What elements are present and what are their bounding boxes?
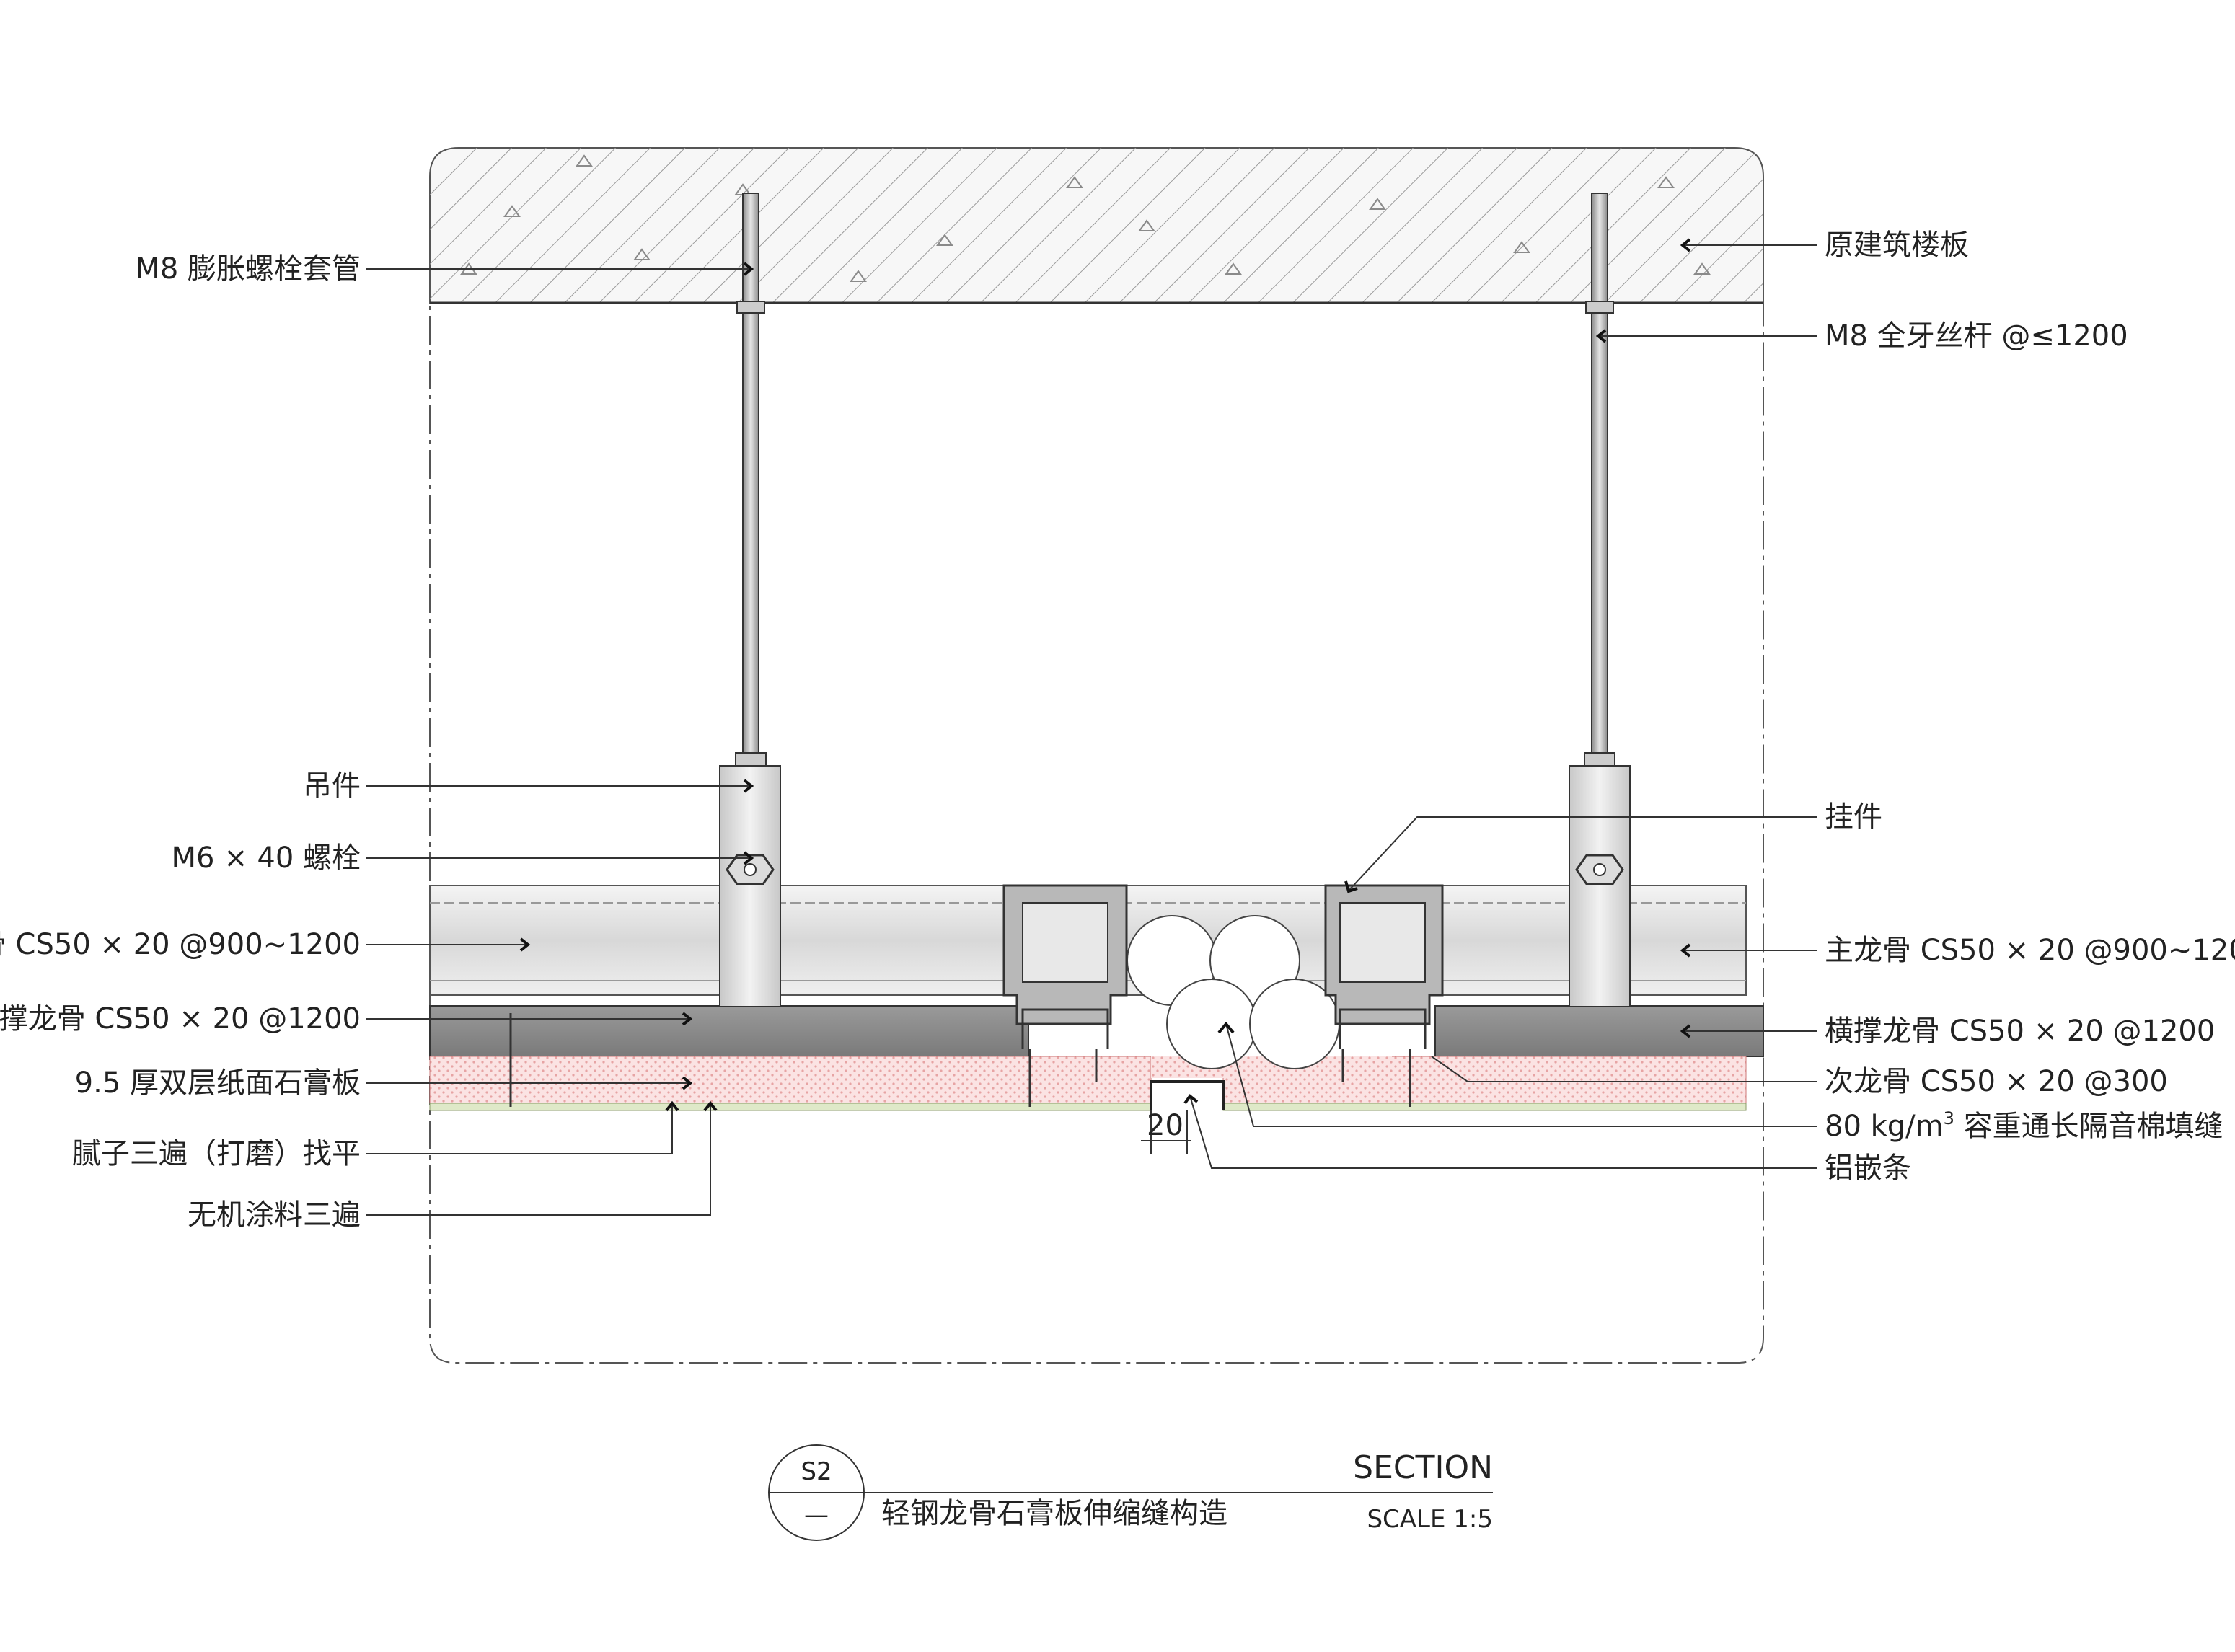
- label-gypsum: 9.5 厚双层纸面石膏板: [75, 1066, 361, 1100]
- label-slab: 原建筑楼板: [1825, 229, 1969, 262]
- label-hanger: 吊件: [303, 769, 361, 803]
- label-main-keel-right: 主龙骨 CS50 × 20 @900~1200: [1825, 934, 2235, 967]
- hanger-right: [1569, 765, 1631, 1007]
- label-bolt: M6 × 40 螺栓: [171, 842, 361, 875]
- label-cross-keel-left: 横撑龙骨 CS50 × 20 @1200: [0, 1002, 361, 1035]
- leaders-left: [366, 268, 750, 1216]
- clip-left: [1002, 884, 1128, 1049]
- section-frame: [429, 182, 1764, 1364]
- leader-arrows: [519, 238, 1691, 1112]
- threaded-rod-right: [1584, 193, 1615, 767]
- label-insulation: 80 kg/m3 容重通长隔音棉填缝: [1825, 1108, 2223, 1143]
- title-text: 轻钢龙骨石膏板伸缩缝构造: [881, 1497, 1227, 1530]
- concrete-slab: [429, 147, 1764, 304]
- screws: [509, 1013, 1411, 1107]
- label-secondary-keel: 次龙骨 CS50 × 20 @300: [1825, 1065, 2168, 1098]
- clip-right: [1324, 884, 1444, 1049]
- aluminum-strip: [1150, 1080, 1225, 1110]
- title-ref-code: S2: [801, 1457, 832, 1486]
- cross-keel: [429, 1005, 1764, 1057]
- leaders-right: [1189, 244, 1817, 1169]
- dimension-text: 20: [1147, 1109, 1183, 1142]
- title-block: S2 — SECTION 轻钢龙骨石膏板伸缩缝构造 SCALE 1:5: [768, 1444, 1493, 1541]
- title-view-type: SECTION: [1353, 1449, 1493, 1486]
- label-main-keel-left: 主龙骨 CS50 × 20 @900~1200: [0, 928, 361, 961]
- label-rod: M8 全牙丝杆 @≤1200: [1825, 319, 2128, 353]
- label-aluminum-strip: 铝嵌条: [1825, 1152, 1911, 1185]
- labels-right: 原建筑楼板 M8 全牙丝杆 @≤1200 挂件 主龙骨 CS50 × 20 @9…: [1825, 229, 2235, 1185]
- label-paint: 无机涂料三遍: [188, 1198, 361, 1232]
- label-bolt-sleeve: M8 膨胀螺栓套管: [135, 252, 361, 286]
- label-clip: 挂件: [1825, 800, 1882, 834]
- labels-left: M8 膨胀螺栓套管 吊件 M6 × 40 螺栓 主龙骨 CS50 × 20 @9…: [0, 252, 361, 1232]
- label-cross-keel-right: 横撑龙骨 CS50 × 20 @1200: [1825, 1015, 2215, 1048]
- title-ref-sheet: —: [804, 1501, 829, 1529]
- label-putty: 腻子三遍（打磨）找平: [72, 1137, 361, 1170]
- hanger-left: [719, 765, 781, 1007]
- dimension-20: 20: [1141, 1109, 1191, 1154]
- title-scale: SCALE 1:5: [1367, 1505, 1493, 1534]
